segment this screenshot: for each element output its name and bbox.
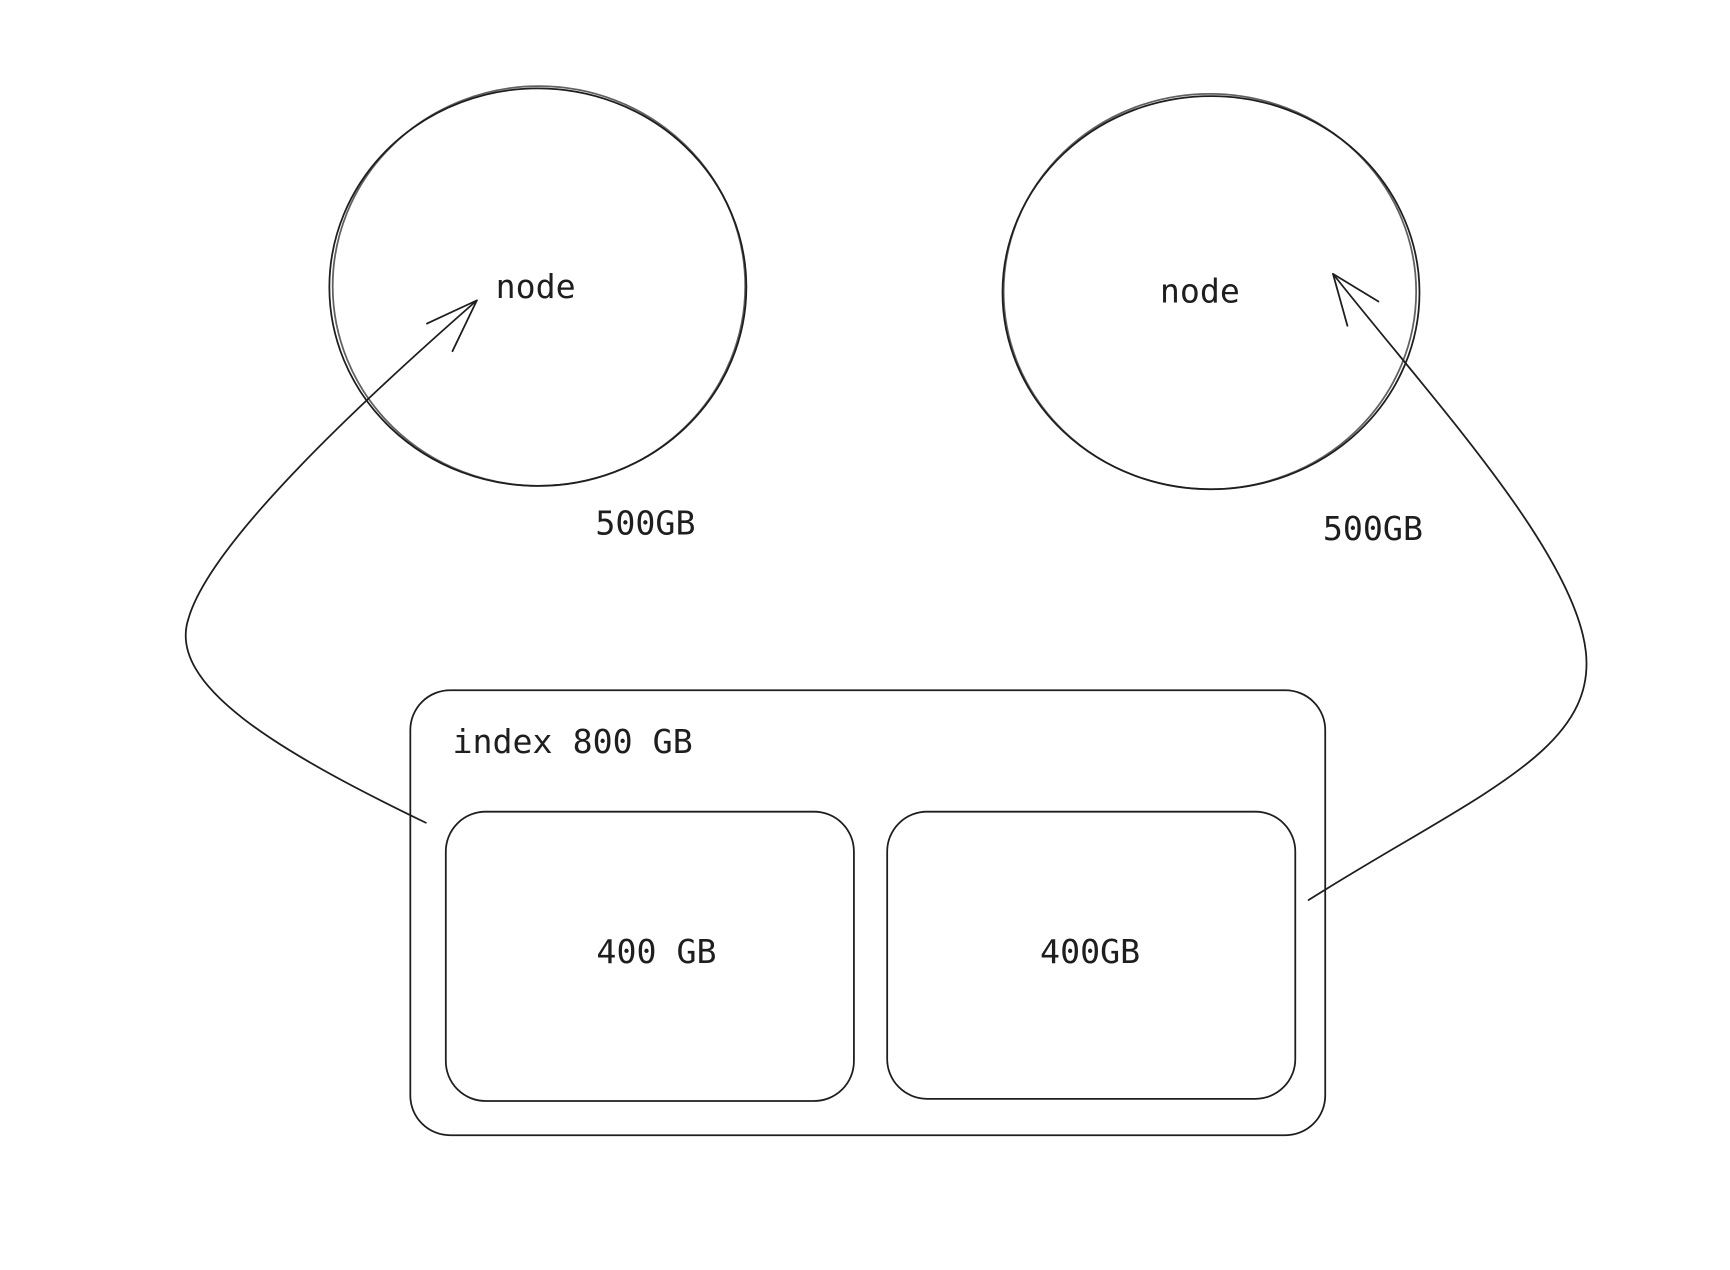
arrow-shard-to-node-1[interactable] (184, 299, 478, 824)
node-label: node (496, 267, 576, 306)
shard-label: 400GB (1040, 932, 1140, 971)
arrow-line (184, 299, 478, 824)
shard-label: 400 GB (596, 932, 716, 971)
index-label: index 800 GB (452, 722, 692, 761)
node-label: node (1160, 272, 1240, 311)
arrowhead-icon (1332, 272, 1380, 327)
node-capacity: 500GB (1323, 509, 1423, 548)
arrowhead-icon (426, 299, 478, 353)
node-circle-sketch (1002, 92, 1418, 491)
node-2[interactable]: node 500GB (1001, 92, 1423, 548)
node-circle-sketch (331, 85, 747, 487)
shard-box (886, 810, 1297, 1100)
shard-1[interactable]: 400 GB (444, 810, 855, 1102)
arrow-line (1307, 272, 1588, 901)
index-box (409, 689, 1327, 1137)
index-container[interactable]: index 800 GB 400 GB 400GB (409, 689, 1327, 1137)
node-capacity: 500GB (595, 504, 695, 543)
shard-2[interactable]: 400GB (886, 810, 1297, 1100)
arrow-shard-to-node-2[interactable] (1307, 272, 1588, 901)
shard-box (444, 810, 855, 1102)
node-1[interactable]: node 500GB (328, 85, 748, 543)
